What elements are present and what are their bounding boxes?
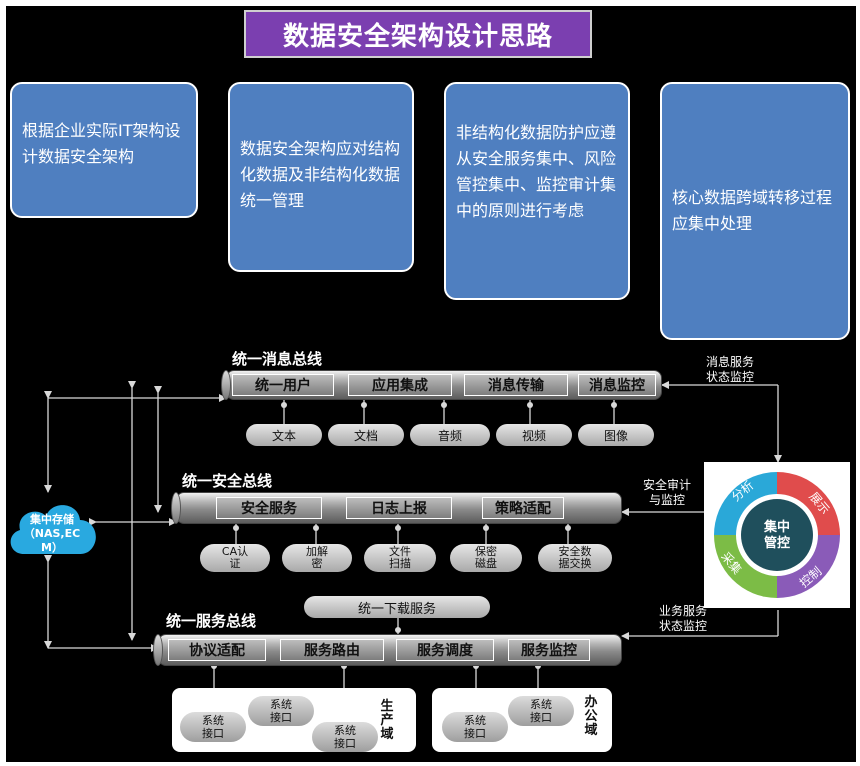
service-bus-segment-2: 服务路由	[280, 639, 384, 661]
production-interface-2: 系统 接口	[248, 696, 314, 726]
service-bus-segment-1: 协议适配	[168, 639, 266, 661]
principle-card-4: 核心数据跨域转移过程应集中处理	[660, 82, 850, 340]
security-service-3: 文件 扫描	[364, 544, 436, 572]
message-type-2: 文档	[328, 424, 404, 446]
message-type-1: 文本	[246, 424, 322, 446]
message-bus-title: 统一消息总线	[232, 350, 323, 368]
cloud-icon	[10, 505, 96, 554]
control-cycle	[714, 472, 840, 598]
principle-card-1: 根据企业实际IT架构设计数据安全架构	[10, 82, 198, 218]
security-bus-cap	[171, 492, 181, 524]
office-domain-label: 办公域	[584, 695, 598, 738]
principle-card-3: 非结构化数据防护应遵从安全服务集中、风险管控集中、监控审计集中的原则进行考虑	[444, 82, 630, 300]
message-type-3: 音频	[410, 424, 490, 446]
production-domain-label: 生产域	[380, 699, 394, 742]
security-service-1: CA认 证	[200, 544, 270, 572]
principle-card-2: 数据安全架构应对结构化数据及非结构化数据统一管理	[228, 82, 414, 272]
message-bus-cap	[221, 370, 231, 400]
download-service: 统一下载服务	[304, 596, 490, 618]
security-bus-title: 统一安全总线	[182, 472, 273, 490]
storage-label: 集中存储 （NAS,EC M）	[23, 513, 81, 554]
message-bus-segment-3: 消息传输	[464, 374, 568, 396]
office-interface-2: 系统 接口	[508, 696, 574, 726]
office-interface-1: 系统 接口	[442, 712, 508, 742]
service-bus-segment-4: 服务监控	[508, 639, 590, 661]
message-type-4: 视频	[496, 424, 572, 446]
message-monitor-note: 消息服务 状态监控	[705, 355, 754, 384]
service-bus-segment-3: 服务调度	[396, 639, 494, 661]
security-service-5: 安全数 据交换	[538, 544, 612, 572]
service-bus-cap	[153, 634, 163, 666]
service-bus-title: 统一服务总线	[166, 612, 257, 630]
security-bus-segment-2: 日志上报	[346, 497, 452, 519]
page-title: 数据安全架构设计思路	[244, 10, 592, 58]
security-monitor-note: 安全审计 与监控	[642, 478, 691, 507]
message-bus-segment-2: 应用集成	[348, 374, 452, 396]
service-monitor-note: 业务服务 状态监控	[658, 604, 707, 633]
production-interface-1: 系统 接口	[180, 712, 246, 742]
message-bus-segment-4: 消息监控	[578, 374, 656, 396]
security-service-2: 加解 密	[282, 544, 352, 572]
security-bus-segment-3: 策略适配	[482, 497, 564, 519]
security-bus-segment-1: 安全服务	[216, 497, 322, 519]
message-type-5: 图像	[578, 424, 654, 446]
production-interface-3: 系统 接口	[312, 722, 378, 752]
control-center-label: 集中 管控	[763, 520, 790, 551]
message-bus-segment-1: 统一用户	[232, 374, 334, 396]
security-service-4: 保密 磁盘	[450, 544, 522, 572]
